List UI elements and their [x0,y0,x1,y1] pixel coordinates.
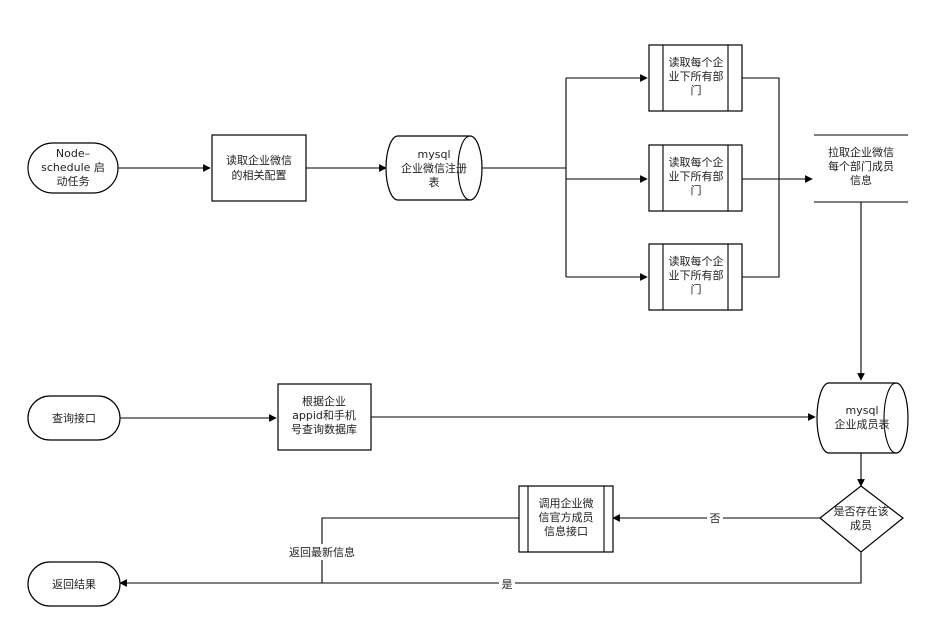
svg-text:返回结果: 返回结果 [52,578,96,591]
node-pull-members: 拉取企业微信每个部门成员信息 [814,134,908,203]
edge-dept-3-to-merge [742,178,780,278]
edge-dept-1-to-merge [742,77,780,178]
svg-text:查询接口: 查询接口 [52,411,96,425]
node-decision-exists: 是否存在该成员 [819,485,904,553]
node-start-task: Node–schedule 启动任务 [27,142,119,194]
node-dept-read-3: 读取每个企业下所有部门 [648,243,743,311]
node-dept-read-2: 读取每个企业下所有部门 [648,144,743,212]
svg-text:是否存在该成员: 是否存在该成员 [834,504,889,532]
edge-label-yes: 是 [502,578,513,591]
svg-text:读取每个企业下所有部门: 读取每个企业下所有部门 [669,155,724,197]
edges [118,74,865,587]
node-call-official-api: 调用企业微信官方成员信息接口 [518,485,614,553]
node-query-api: 查询接口 [27,395,121,441]
edge-label-no: 否 [710,512,721,525]
edge-label-return-latest: 返回最新信息 [289,545,355,559]
edge-official-return [321,517,519,583]
svg-text:Node–schedule 启动任务: Node–schedule 启动任务 [41,147,105,188]
edge-labels: 否 是 返回最新信息 [283,510,723,591]
svg-text:读取每个企业下所有部门: 读取每个企业下所有部门 [669,254,724,296]
svg-text:读取企业微信的相关配置: 读取企业微信的相关配置 [226,153,292,182]
svg-text:读取每个企业下所有部门: 读取每个企业下所有部门 [669,55,724,97]
edge-decision-yes [119,552,862,587]
node-dept-read-1: 读取每个企业下所有部门 [648,44,743,112]
svg-text:拉取企业微信每个部门成员信息: 拉取企业微信每个部门成员信息 [828,145,894,187]
node-read-config: 读取企业微信的相关配置 [211,134,307,202]
node-return-result: 返回结果 [27,561,121,607]
svg-text:调用企业微信官方成员信息接口: 调用企业微信官方成员信息接口 [539,496,594,538]
